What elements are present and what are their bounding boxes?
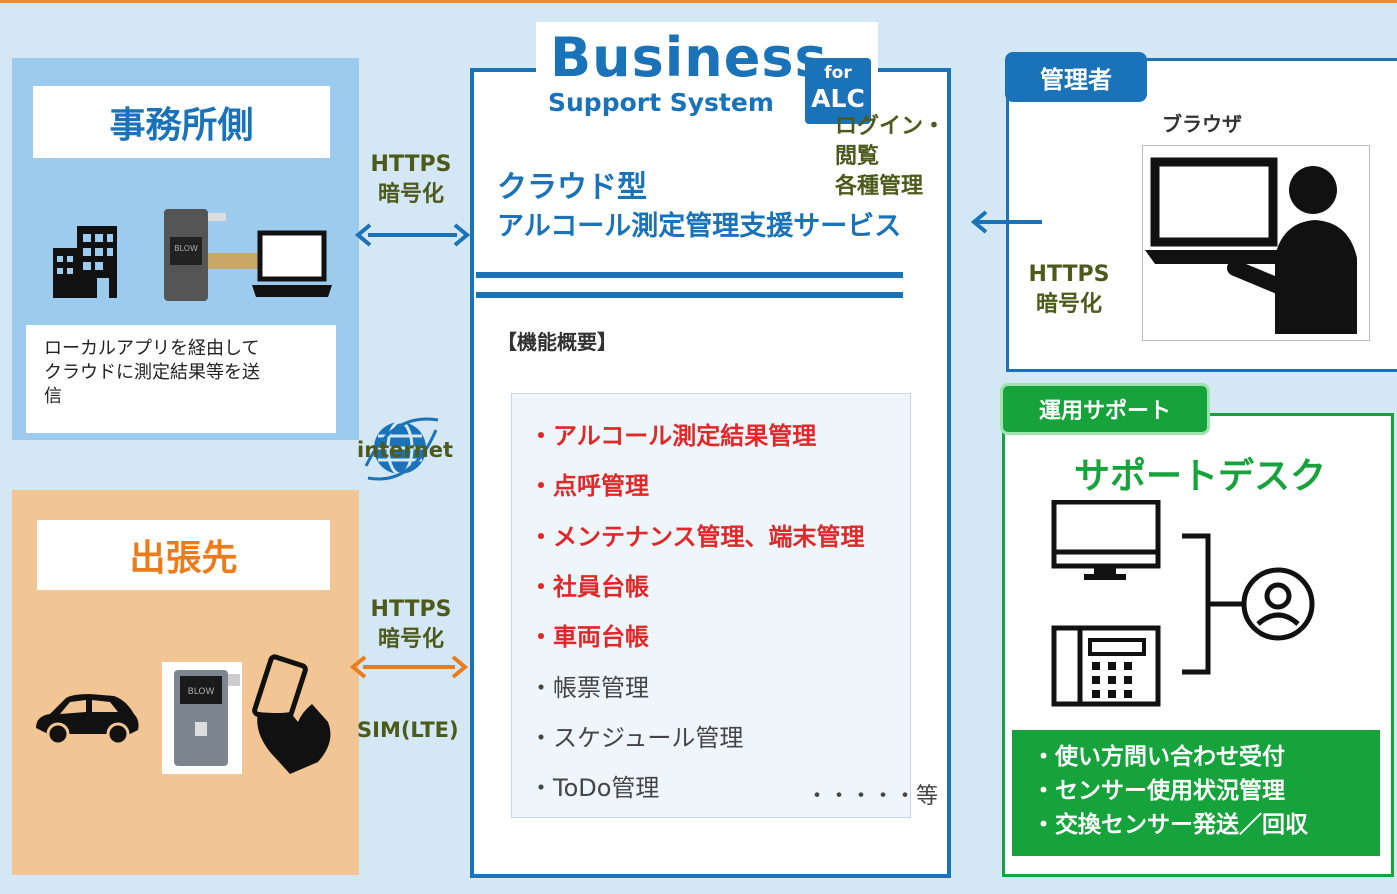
browser-label: ブラウザ [1162, 112, 1242, 136]
trip-encryption-label: 暗号化 [377, 627, 444, 652]
admin-encryption-label: 暗号化 [1035, 292, 1102, 317]
admin-https-label: HTTPS [1028, 262, 1110, 287]
function-item: ・点呼管理 [529, 472, 649, 500]
trip-connection-label: HTTPS 暗号化 [362, 595, 460, 655]
login-label: ログイン・ 閲覧 各種管理 [835, 112, 945, 202]
portable-breathalyzer-icon: BLOW [162, 662, 242, 774]
logo-badge-bottom: ALC [811, 84, 865, 113]
breathalyzer-device-icon: BLOW [164, 209, 332, 301]
login-line3: 各種管理 [835, 174, 924, 199]
support-tab: 運用サポート [1000, 383, 1210, 435]
office-connection-label: HTTPS 暗号化 [362, 150, 460, 210]
trip-https-label: HTTPS [370, 597, 452, 622]
operator-icon [1241, 567, 1315, 641]
function-item: ・帳票管理 [529, 674, 649, 702]
support-item: ・センサー使用状況管理 [1032, 778, 1285, 804]
support-item: ・使い方問い合わせ受付 [1032, 744, 1285, 770]
laptop-user-icon [1145, 157, 1357, 334]
support-desk-illustration [1051, 500, 1315, 707]
divider-line [476, 292, 903, 298]
function-item: ・ToDo管理 [529, 774, 660, 802]
logo-line2: Support System [548, 88, 774, 117]
office-building-icon [53, 226, 117, 298]
cloud-type: クラウド型 [497, 170, 647, 205]
login-line1: ログイン・ [835, 114, 946, 139]
functions-box [511, 393, 911, 818]
svg-text:BLOW: BLOW [188, 687, 215, 697]
divider-line [476, 272, 903, 278]
office-https-label: HTTPS [370, 152, 452, 177]
function-item: ・メンテナンス管理、端末管理 [529, 523, 865, 551]
login-line2: 閲覧 [835, 144, 880, 169]
logo-badge: for ALC [805, 58, 871, 124]
function-item: ・社員台帳 [529, 573, 649, 601]
office-encryption-label: 暗号化 [377, 182, 444, 207]
functions-heading: 【機能概要】 [497, 330, 617, 354]
cloud-service-name: アルコール測定管理支援サービス [497, 211, 902, 242]
office-note-text: ローカルアプリを経由して クラウドに測定結果等を送 信 [44, 338, 260, 407]
office-note: ローカルアプリを経由して クラウドに測定結果等を送 信 [26, 325, 336, 433]
logo-line1: Business [550, 26, 828, 89]
car-icon [36, 694, 139, 746]
smartphone-hand-icon [252, 654, 331, 774]
trip-sim-label: SIM(LTE) [357, 718, 459, 742]
admin-user-illustration [1142, 145, 1370, 341]
monitor-icon [1051, 500, 1161, 580]
office-title: 事務所側 [33, 86, 330, 158]
admin-connection-label: HTTPS 暗号化 [1020, 260, 1118, 320]
support-item: ・交換センサー発送／回収 [1032, 812, 1308, 838]
support-services-box: ・使い方問い合わせ受付 ・センサー使用状況管理 ・交換センサー発送／回収 [1012, 730, 1380, 856]
office-connection-arrow [354, 223, 471, 247]
logo-badge-top: for [824, 63, 852, 83]
admin-connection-arrow [970, 210, 1042, 234]
functions-etc: ・・・・・等 [806, 784, 939, 809]
internet-label: internet [357, 438, 454, 462]
function-item: ・スケジュール管理 [529, 724, 744, 752]
svg-text:BLOW: BLOW [174, 244, 198, 253]
trip-title: 出張先 [37, 520, 330, 590]
telephone-icon [1051, 625, 1161, 707]
trip-connection-arrow [349, 655, 469, 679]
function-item: ・アルコール測定結果管理 [529, 422, 817, 450]
admin-tab: 管理者 [1005, 52, 1147, 102]
function-item: ・車両台帳 [529, 623, 649, 651]
internet-globe-icon [364, 417, 439, 481]
support-desk-title: サポートデスク [1073, 456, 1326, 497]
